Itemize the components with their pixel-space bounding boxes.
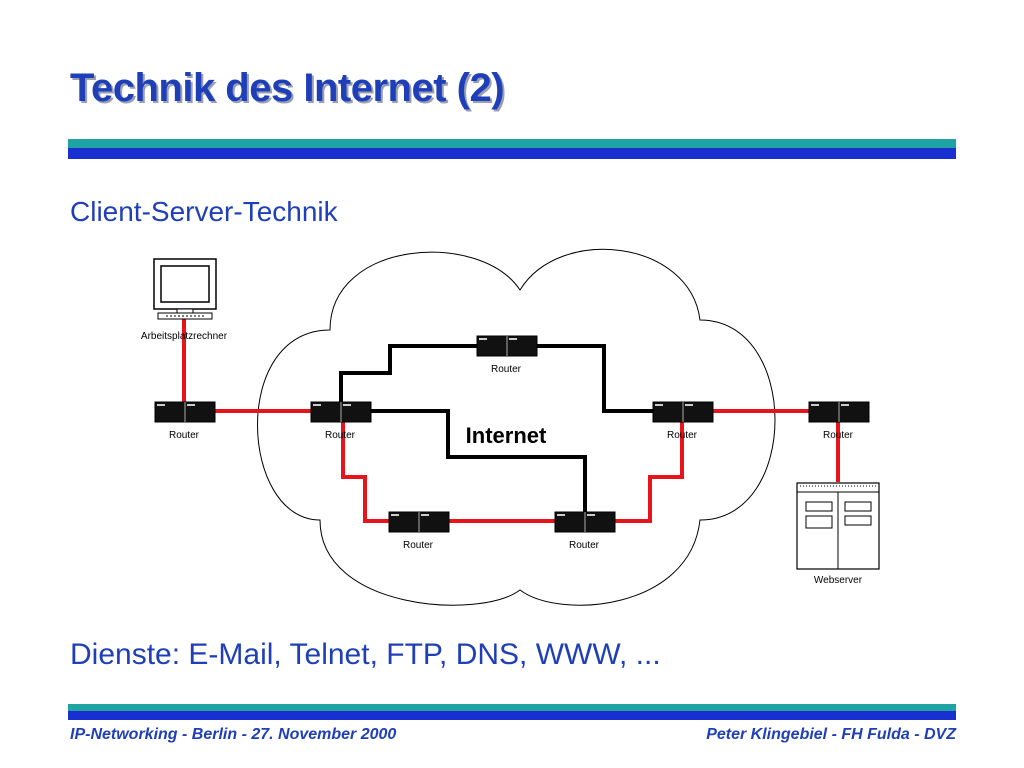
router-cloud-left [310, 401, 372, 423]
footer-left: IP-Networking - Berlin - 27. November 20… [70, 726, 397, 743]
router-label-left: Router [169, 430, 200, 441]
services-line: Dienste: E-Mail, Telnet, FTP, DNS, WWW, … [70, 638, 661, 671]
webserver-label: Webserver [814, 575, 863, 586]
router-cloud-right [652, 401, 714, 423]
red-links [182, 318, 840, 523]
footer-divider-blue [68, 711, 956, 720]
footer-right: Peter Klingebiel - FH Fulda - DVZ [706, 726, 956, 743]
workstation-icon [153, 258, 217, 320]
internet-cloud [257, 248, 776, 606]
slide-title: Technik des Internet (2) [70, 66, 505, 110]
webserver-icon [796, 482, 880, 570]
router-right [808, 401, 870, 423]
router-label-cloud-top: Router [491, 364, 522, 375]
title-divider-blue [68, 148, 956, 159]
router-cloud-top [476, 335, 538, 357]
router-cloud-bottom-left [388, 511, 450, 533]
router-label-cloud-bottom-left: Router [403, 540, 434, 551]
router-left [154, 401, 216, 423]
subheading: Client-Server-Technik [70, 196, 338, 227]
title-divider-teal [68, 139, 956, 148]
router-label-cloud-right: Router [667, 430, 698, 441]
internet-label: Internet [466, 423, 547, 448]
router-cloud-bottom-right [554, 511, 616, 533]
footer-divider-teal [68, 704, 956, 711]
router-label-right: Router [823, 430, 854, 441]
workstation-label: Arbeitsplatzrechner [141, 331, 228, 342]
black-links [339, 344, 654, 512]
router-label-cloud-left: Router [325, 430, 356, 441]
router-label-cloud-bottom-right: Router [569, 540, 600, 551]
